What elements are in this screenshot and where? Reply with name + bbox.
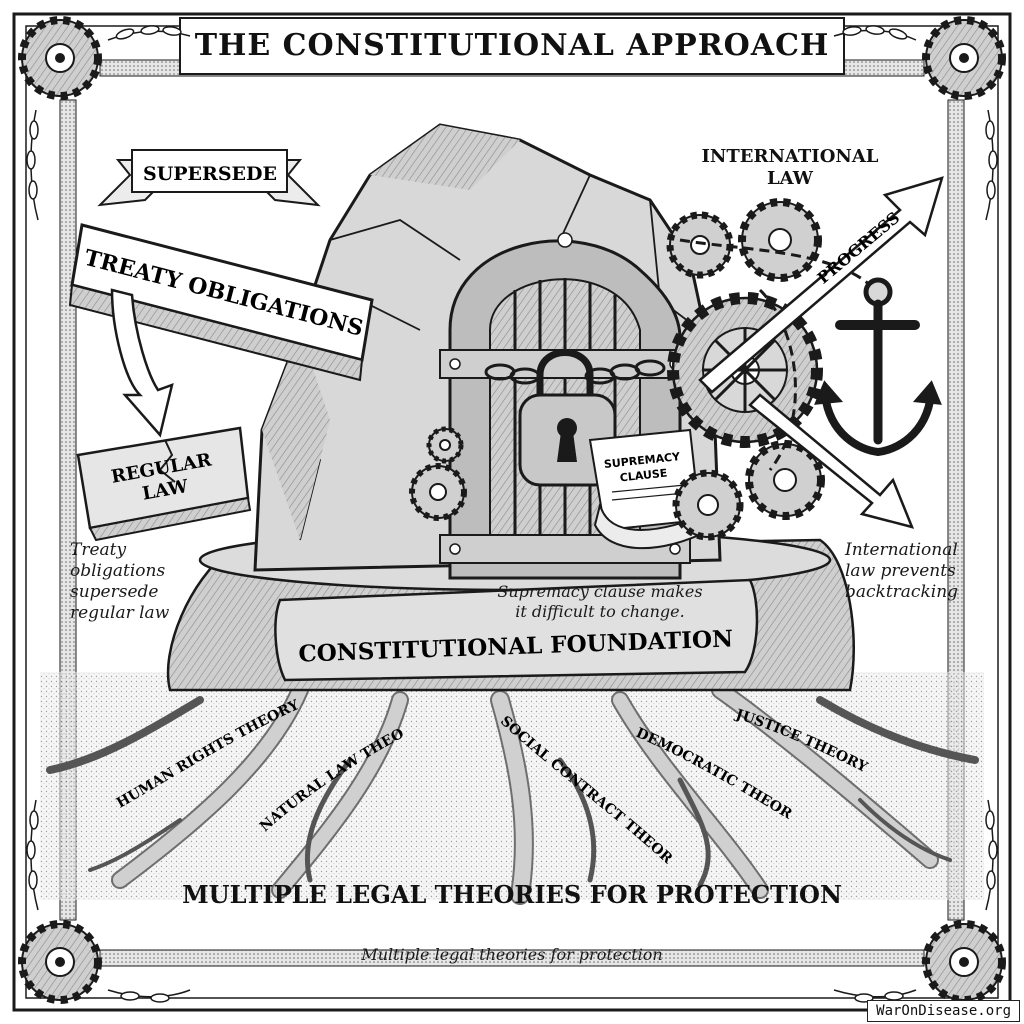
left-caption-line: obligations [70, 561, 166, 581]
arrow-icon [110, 288, 174, 438]
bottom-subtitle: Multiple legal theories for protection [361, 945, 663, 964]
anchor-icon [814, 277, 942, 457]
gear-icon [738, 198, 822, 282]
center-caption: Supremacy clause makes it difficult to c… [470, 582, 730, 622]
chain-icon [484, 359, 666, 385]
regular-law-block [76, 426, 252, 542]
gear-icon [409, 463, 467, 521]
left-caption-line: Treaty [70, 540, 127, 560]
gear-icon [426, 426, 464, 464]
gear-icon [18, 16, 102, 100]
international-law-line2: LAW [767, 168, 813, 189]
international-law-label: INTERNATIONAL LAW [690, 146, 890, 190]
right-caption-line: International [845, 540, 958, 560]
left-caption-line: regular law [70, 603, 170, 623]
supersede-banner [97, 149, 321, 207]
treaty-beam [68, 223, 374, 382]
arrow-icon [698, 176, 944, 529]
padlock-icon [518, 349, 617, 487]
gear-icon [18, 920, 102, 1004]
laurel-icon [26, 25, 998, 1003]
supersede-label: SUPERSEDE [143, 163, 277, 185]
foundation-plaque [274, 578, 759, 682]
right-caption: International law prevents backtracking [845, 540, 995, 603]
international-law-line1: INTERNATIONAL [701, 146, 879, 167]
right-caption-line: backtracking [845, 582, 959, 602]
gear-icon [672, 469, 744, 541]
title-plate [179, 17, 845, 75]
gear-icon [922, 920, 1006, 1004]
page-title: THE CONSTITUTIONAL APPROACH [194, 28, 830, 63]
gear-icon [922, 16, 1006, 100]
left-caption-line: supersede [70, 582, 159, 602]
watermark: WarOnDisease.org [867, 1000, 1020, 1022]
bottom-title: MULTIPLE LEGAL THEORIES FOR PROTECTION [182, 880, 842, 909]
center-caption-line: it difficult to change. [515, 602, 685, 621]
left-caption: Treaty obligations supersede regular law [70, 540, 210, 624]
supremacy-clause-line2: CLAUSE [619, 467, 668, 485]
roots [40, 672, 984, 905]
center-caption-line: Supremacy clause makes [497, 582, 703, 601]
right-caption-line: law prevents [845, 561, 956, 581]
chain-icon [679, 238, 871, 471]
